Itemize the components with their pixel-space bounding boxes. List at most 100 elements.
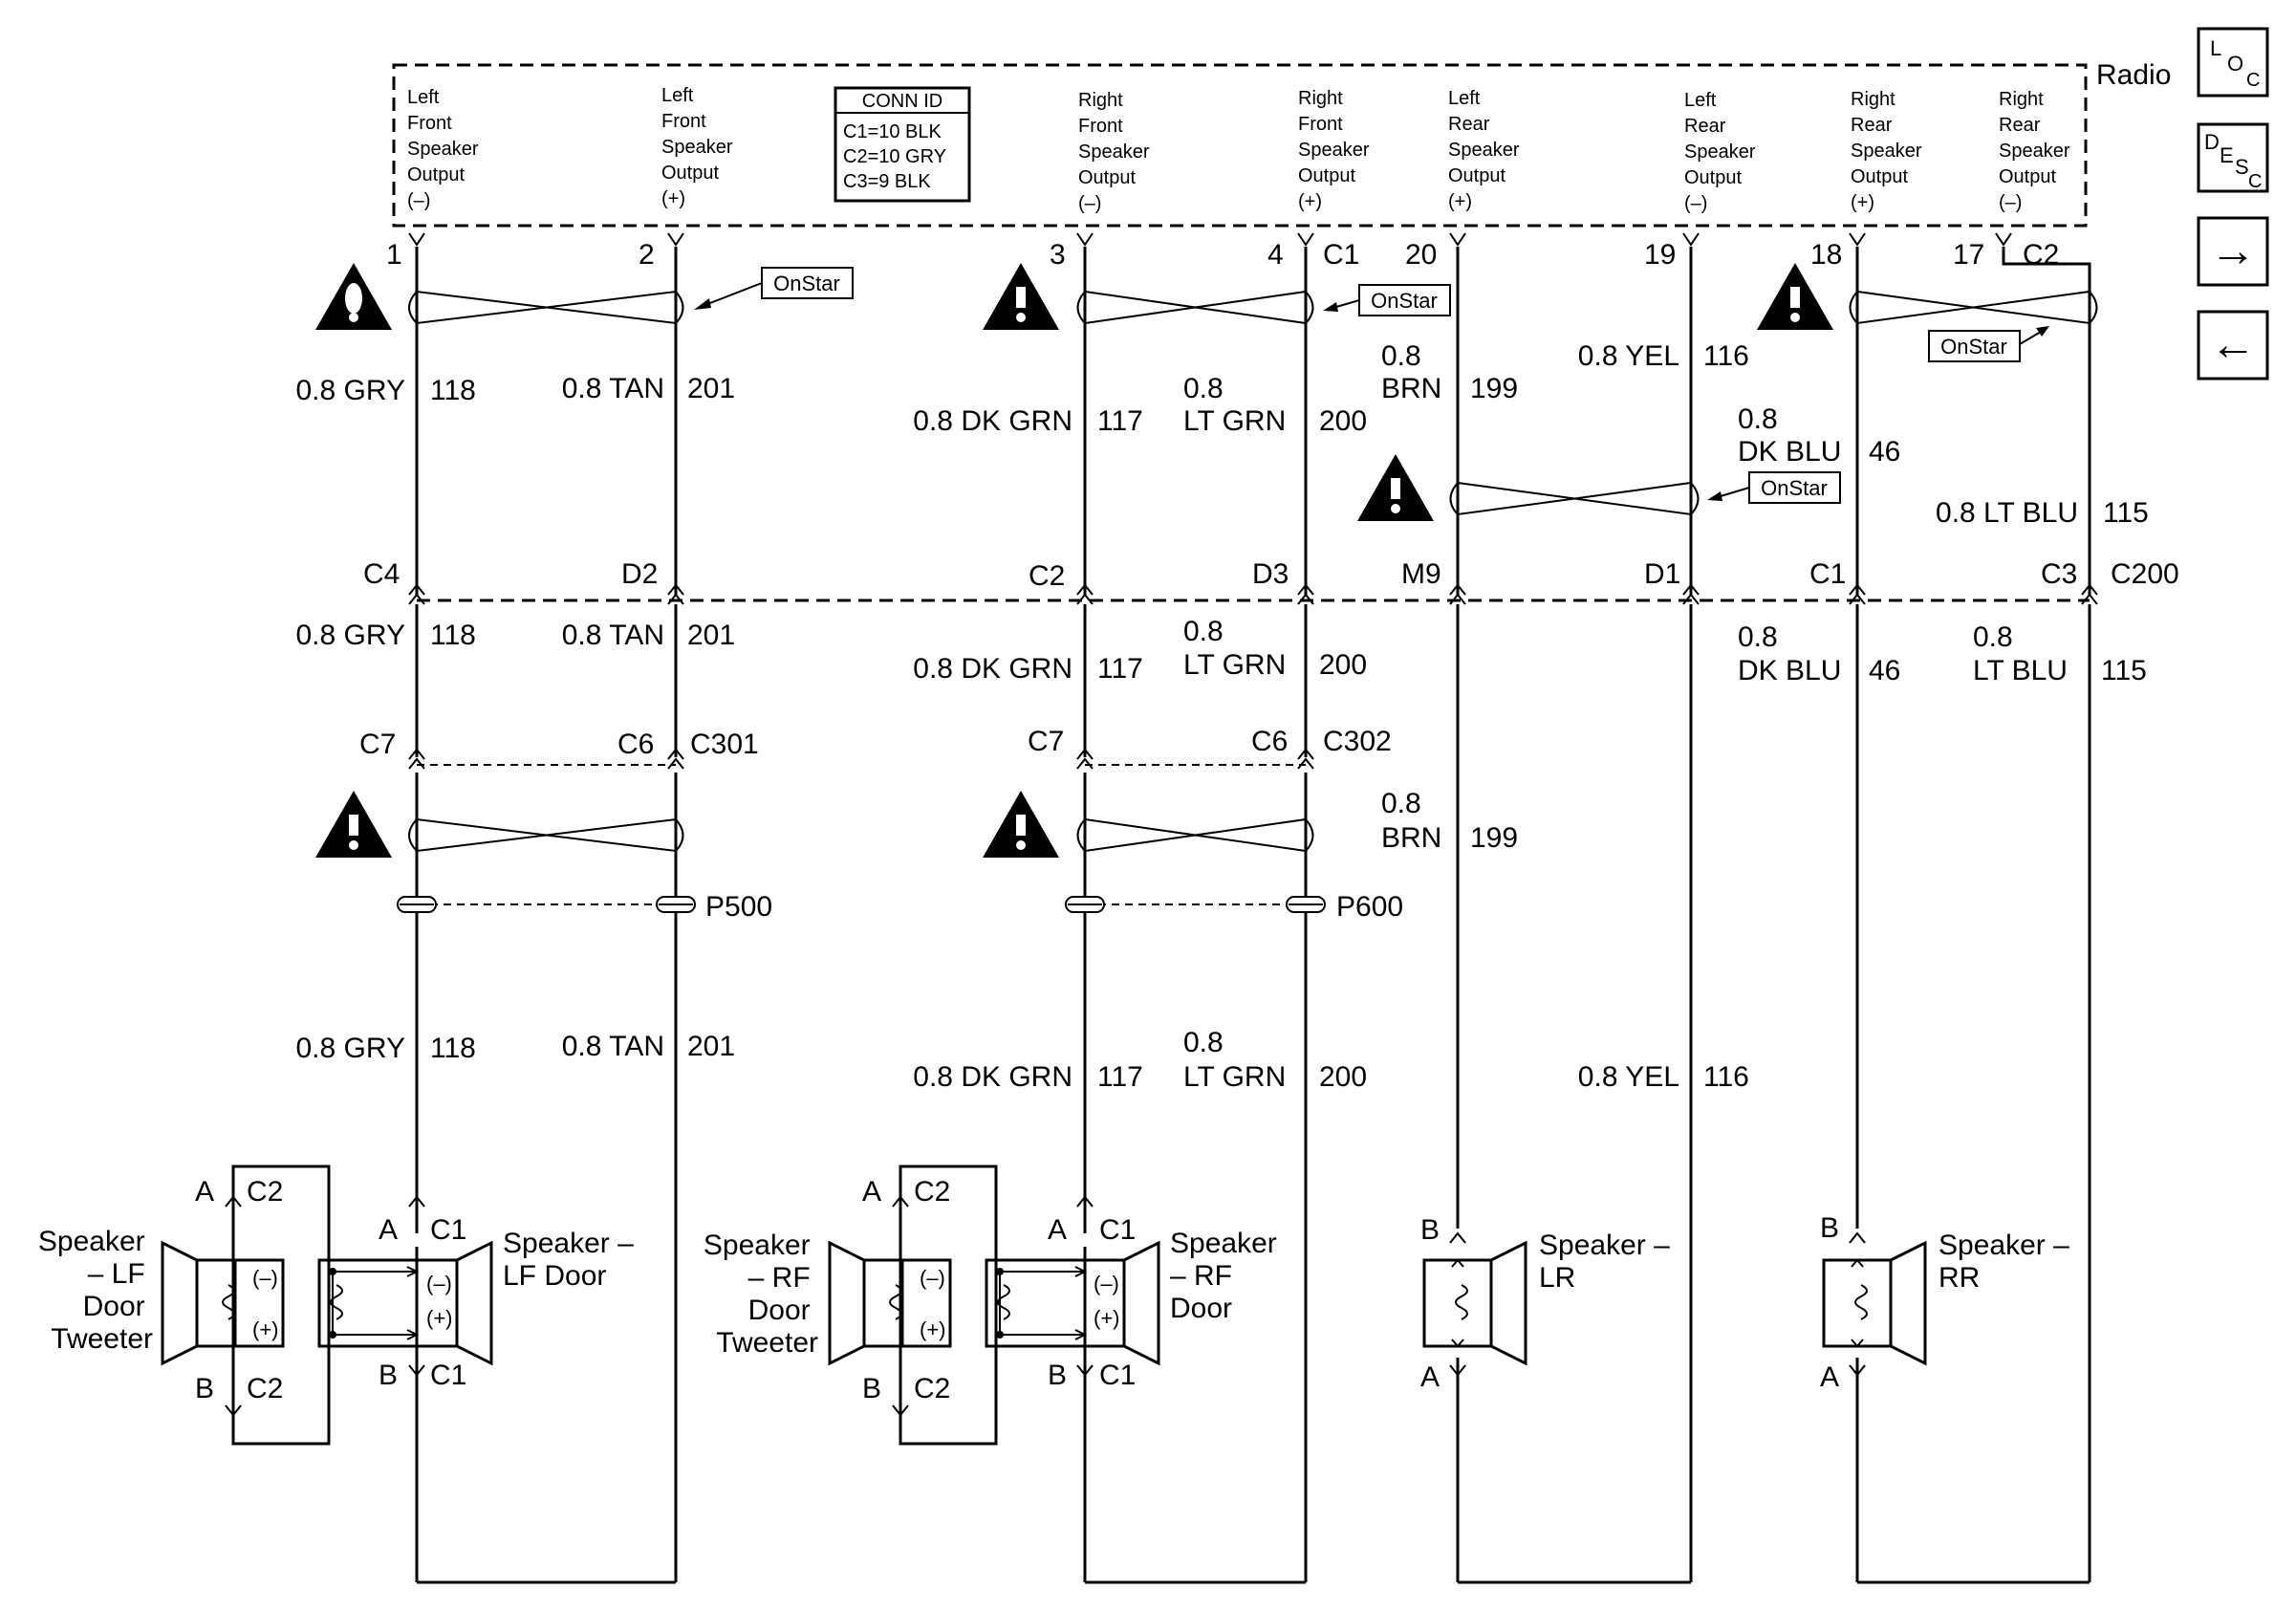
wire-circuit-label: 199	[1470, 373, 1518, 404]
radio-pin-1: 1	[386, 239, 402, 271]
wire-circuit-label: 201	[687, 620, 735, 651]
svg-text:O: O	[2227, 52, 2243, 76]
rf-door-pin-b: B	[1048, 1360, 1067, 1391]
rr-pin-b: B	[1820, 1212, 1839, 1244]
wire-size-label: 0.8	[1183, 1027, 1224, 1058]
previous-page-button[interactable]: ←	[2197, 310, 2269, 381]
arrow-left-icon: ←	[2210, 319, 2256, 370]
arrow-right-icon: →	[2210, 226, 2256, 276]
wire-size-label: 0.8 TAN	[562, 1031, 664, 1062]
c200-pin-label: D3	[1252, 558, 1289, 590]
radio-pin-18: 18	[1810, 239, 1842, 271]
rf-tweeter-label: Speaker – RF Door Tweeter	[704, 1230, 818, 1359]
lr-label: Speaker – LR	[1539, 1230, 1678, 1294]
c200-pin-label: C4	[363, 558, 400, 590]
wire-circuit-label: 117	[1097, 405, 1143, 437]
wire-size-label: 0.8 LT BLU	[1936, 497, 2078, 529]
description-button[interactable]: D E S C	[2197, 122, 2269, 193]
lf-door-conn: C1	[430, 1214, 466, 1246]
conn-id-line-1: C1=10 BLK	[843, 121, 942, 142]
wire-size-label: 0.8 TAN	[562, 373, 664, 404]
conn-id-line-3: C3=9 BLK	[843, 171, 931, 192]
c301-pin-label: C7	[359, 729, 396, 760]
wire-size-label: LT GRN	[1183, 649, 1286, 681]
rf-door-conn: C1	[1099, 1360, 1136, 1391]
caution-icon	[983, 263, 1059, 330]
svg-text:D: D	[2204, 130, 2220, 154]
onstar-callout: OnStar	[1323, 284, 1451, 316]
wire-circuit-label: 199	[1470, 822, 1518, 854]
radio-pin-20: 20	[1405, 239, 1437, 271]
p500-pass-through	[397, 896, 696, 913]
rf-tweeter-neg: (–)	[920, 1266, 945, 1290]
wire-circuit-label: 118	[430, 375, 476, 406]
lf-tweeter-pin-b: B	[195, 1373, 214, 1404]
wire-size-label: 0.8	[1738, 621, 1778, 653]
radio-conn-c2: C2	[2023, 239, 2059, 271]
conn-id-box: CONN ID C1=10 BLK C2=10 GRY C3=9 BLK	[834, 86, 971, 203]
wire-size-label: 0.8 DK GRN	[913, 653, 1072, 685]
svg-text:C: C	[2248, 171, 2262, 192]
wire-size-label: LT BLU	[1973, 655, 2068, 686]
lf-tweeter-neg: (–)	[252, 1266, 278, 1290]
wire-size-label: 0.8	[1973, 621, 2013, 653]
wire-size-label: 0.8	[1183, 616, 1224, 647]
next-page-button[interactable]: →	[2197, 216, 2269, 287]
rf-tweeter-pos: (+)	[920, 1317, 946, 1341]
radio-conn-c1: C1	[1323, 239, 1359, 271]
twisted-pair-symbols	[408, 290, 2098, 853]
c200-pin-label: C1	[1809, 558, 1846, 590]
speaker-lr	[1422, 1231, 1527, 1377]
lf-door-neg: (–)	[426, 1272, 452, 1295]
caution-icon	[983, 791, 1059, 858]
svg-text:OnStar: OnStar	[1940, 335, 2007, 359]
wire-size-label: 0.8	[1183, 373, 1224, 404]
lf-tweeter-conn: C2	[247, 1373, 283, 1404]
caution-icon	[1757, 263, 1833, 330]
lf-tweeter-label: Speaker – LF Door Tweeter	[38, 1226, 153, 1355]
speaker-rr	[1822, 1231, 1927, 1377]
location-button[interactable]: L O C	[2197, 27, 2269, 98]
wire-circuit-label: 200	[1319, 405, 1367, 437]
caution-icon	[1357, 454, 1434, 521]
rf-door-pos: (+)	[1094, 1306, 1120, 1330]
rf-tweeter-conn: C2	[914, 1373, 950, 1404]
c302-pin-label: C6	[1251, 726, 1288, 757]
wire-circuit-label: 115	[2101, 655, 2147, 686]
c302-pin-label: C7	[1028, 726, 1064, 757]
speaker-rf-door	[985, 1195, 1160, 1377]
wire-size-label: 0.8	[1381, 340, 1421, 372]
radio-pin-17: 17	[1953, 239, 1984, 271]
wire-size-label: BRN	[1381, 373, 1441, 404]
radio-title: Radio	[2096, 59, 2171, 91]
onstar-callout: OnStar	[1707, 471, 1841, 504]
c200-pin-label: M9	[1401, 558, 1441, 590]
svg-text:E: E	[2220, 143, 2234, 167]
lf-tweeter-conn: C2	[247, 1176, 283, 1208]
lf-door-pin-a: A	[379, 1214, 398, 1246]
rr-label: Speaker – RR	[1939, 1230, 2077, 1294]
speaker-rf-tweeter	[828, 1165, 998, 1446]
wire-size-label: 0.8 DK GRN	[913, 1061, 1072, 1093]
c200-connector-ticks	[408, 583, 2098, 605]
wire-circuit-label: 117	[1097, 1061, 1143, 1093]
wire-circuit-label: 201	[687, 373, 735, 404]
p600-label: P600	[1336, 891, 1403, 923]
lr-pin-a: A	[1420, 1361, 1440, 1393]
lf-door-pos: (+)	[426, 1306, 453, 1330]
lf-door-conn: C1	[430, 1360, 466, 1391]
radio-pin-19: 19	[1644, 239, 1676, 271]
wire-size-label: 0.8 DK GRN	[913, 405, 1072, 437]
wire-circuit-label: 200	[1319, 649, 1367, 681]
p600-pass-through	[1065, 896, 1326, 913]
c200-pin-label: C3	[2041, 558, 2077, 590]
rf-tweeter-conn: C2	[914, 1176, 950, 1208]
wire-circuit-label: 46	[1869, 436, 1900, 468]
wire-size-label: 0.8 GRY	[295, 1033, 405, 1064]
speaker-lf-door	[317, 1195, 493, 1377]
